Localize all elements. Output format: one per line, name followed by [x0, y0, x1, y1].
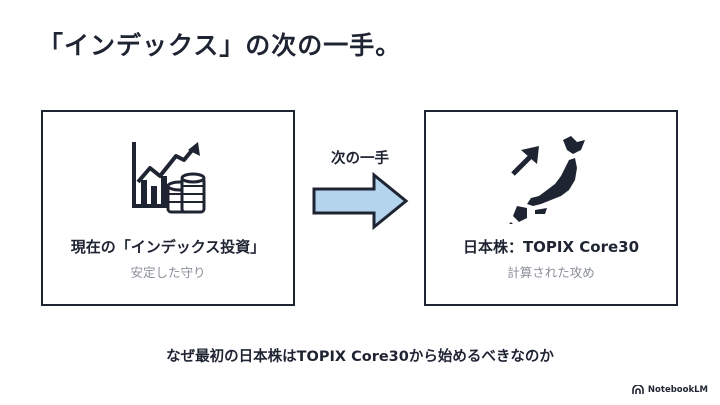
next-strategy-heading: 日本株：TOPIX Core30	[462, 238, 640, 256]
current-strategy-subtitle: 安定した守り	[130, 265, 206, 280]
current-strategy-card: 現在の「インデックス投資」 安定した守り	[41, 110, 295, 306]
page-title: 「インデックス」の次の一手。	[38, 31, 402, 60]
next-strategy-subtitle: 計算された攻め	[507, 265, 595, 280]
right-arrow-icon	[312, 172, 409, 230]
next-strategy-card: 日本株：TOPIX Core30 計算された攻め	[424, 110, 678, 306]
key-question: なぜ最初の日本株はTOPIX Core30から始めるべきなのか	[166, 349, 554, 365]
notebooklm-logo-icon	[632, 385, 644, 394]
next-move-label: 次の一手	[331, 151, 389, 167]
chart-coins-icon	[132, 142, 206, 214]
notebooklm-brand: NotebookLM	[632, 385, 708, 395]
current-strategy-heading: 現在の「インデックス投資」	[70, 238, 266, 256]
notebooklm-label: NotebookLM	[647, 385, 708, 395]
japan-map-arrow-icon	[509, 136, 585, 224]
